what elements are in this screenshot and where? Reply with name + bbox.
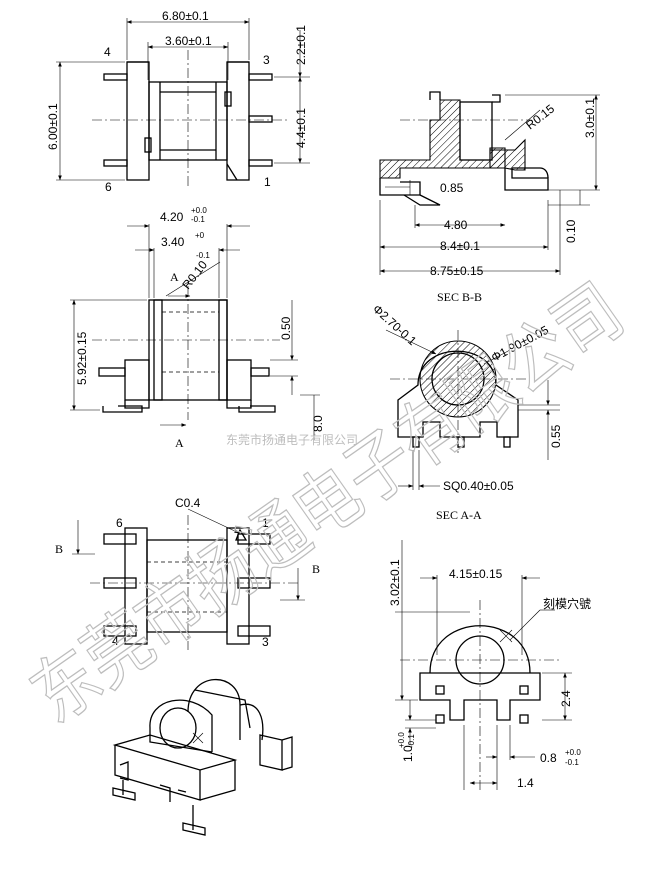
- dim-br-14: 1.4: [517, 776, 534, 790]
- section-mark-b-right: B: [312, 562, 320, 576]
- pin-label-4: 4: [104, 45, 111, 59]
- dim-top-height: 6.00±0.1: [46, 103, 60, 150]
- dim-sec-h: 3.0±0.1: [583, 98, 597, 138]
- bottom-view: [72, 508, 305, 650]
- dim-mid-592: 5.92±0.15: [75, 331, 89, 385]
- dim-sec-r: R0.15: [523, 101, 557, 132]
- dim-top-width: 6.80±0.1: [162, 9, 209, 23]
- section-a-a: [385, 329, 560, 490]
- pin-label-bottom-4: 4: [112, 634, 119, 648]
- dim-br-08-tol-dn: -0.1: [565, 758, 579, 767]
- dim-br-08: 0.8: [540, 751, 557, 765]
- isometric-view: [112, 678, 293, 836]
- dim-sec-84: 8.4±0.1: [440, 239, 480, 253]
- section-mark-a-top: A: [170, 270, 179, 284]
- dim-sec-875: 8.75±0.15: [430, 264, 484, 278]
- dim-br-10-tol-dn: -0.1: [407, 734, 416, 748]
- dim-br-302: 3.02±0.1: [388, 559, 402, 606]
- pin-label-1: 1: [264, 175, 271, 189]
- dim-mid-340-tol-up: +0: [195, 231, 205, 240]
- section-title-a-a: SEC A-A: [436, 508, 482, 522]
- pin-label-bottom-1: 1: [262, 516, 269, 530]
- dim-mid-r: R0.10: [179, 258, 210, 292]
- dim-sec-480: 4.80: [444, 218, 468, 232]
- dim-br-10-tol-up: +0.0: [397, 732, 406, 748]
- watermark-small: 东莞市扬通电子有限公司: [226, 432, 358, 447]
- pin-label-6: 6: [105, 180, 112, 194]
- pin-label-bottom-3: 3: [262, 635, 269, 649]
- dim-mid-420-tol-up: +0.0: [191, 206, 207, 215]
- section-mark-a-bottom: A: [175, 436, 184, 450]
- top-view: [56, 18, 310, 188]
- dim-top-right-2: 4.4±0.1: [294, 108, 308, 148]
- dim-seca-055: 0.55: [549, 424, 563, 448]
- section-title-b-b: SEC B-B: [437, 290, 482, 304]
- pin-label-bottom-6: 6: [116, 516, 123, 530]
- dim-mid-340-tol-dn: -0.1: [196, 251, 210, 260]
- dim-br-08-tol-up: +0.0: [565, 748, 581, 757]
- dim-seca-d1: Φ2.70-0.1: [370, 302, 419, 348]
- dim-sec-010: 0.10: [564, 219, 578, 243]
- dim-mid-420-tol-dn: -0.1: [191, 215, 205, 224]
- mold-cavity-mark: 刻模穴號: [543, 596, 591, 611]
- dim-mid-80: 8.0: [311, 415, 325, 432]
- side-view: [395, 540, 572, 790]
- dim-br-24: 2.4: [559, 690, 573, 707]
- dim-mid-050: 0.50: [279, 316, 293, 340]
- section-mark-b-left: B: [55, 542, 63, 556]
- dim-bot-c04: C0.4: [175, 496, 201, 510]
- dim-br-415: 4.15±0.15: [449, 567, 503, 581]
- dim-seca-sq: SQ0.40±0.05: [443, 479, 514, 493]
- dim-mid-420: 4.20: [160, 210, 184, 224]
- dim-top-right-1: 2.2±0.1: [294, 25, 308, 65]
- dim-br-10: 1.0: [401, 745, 415, 762]
- dim-mid-340: 3.40: [161, 235, 185, 249]
- pin-label-3: 3: [263, 53, 270, 67]
- watermark: 东莞市扬通电子有限公司: [16, 268, 639, 740]
- section-b-b: [379, 91, 600, 275]
- dim-sec-085: 0.85: [440, 181, 464, 195]
- front-view: [70, 224, 320, 440]
- dim-top-inner: 3.60±0.1: [165, 34, 212, 48]
